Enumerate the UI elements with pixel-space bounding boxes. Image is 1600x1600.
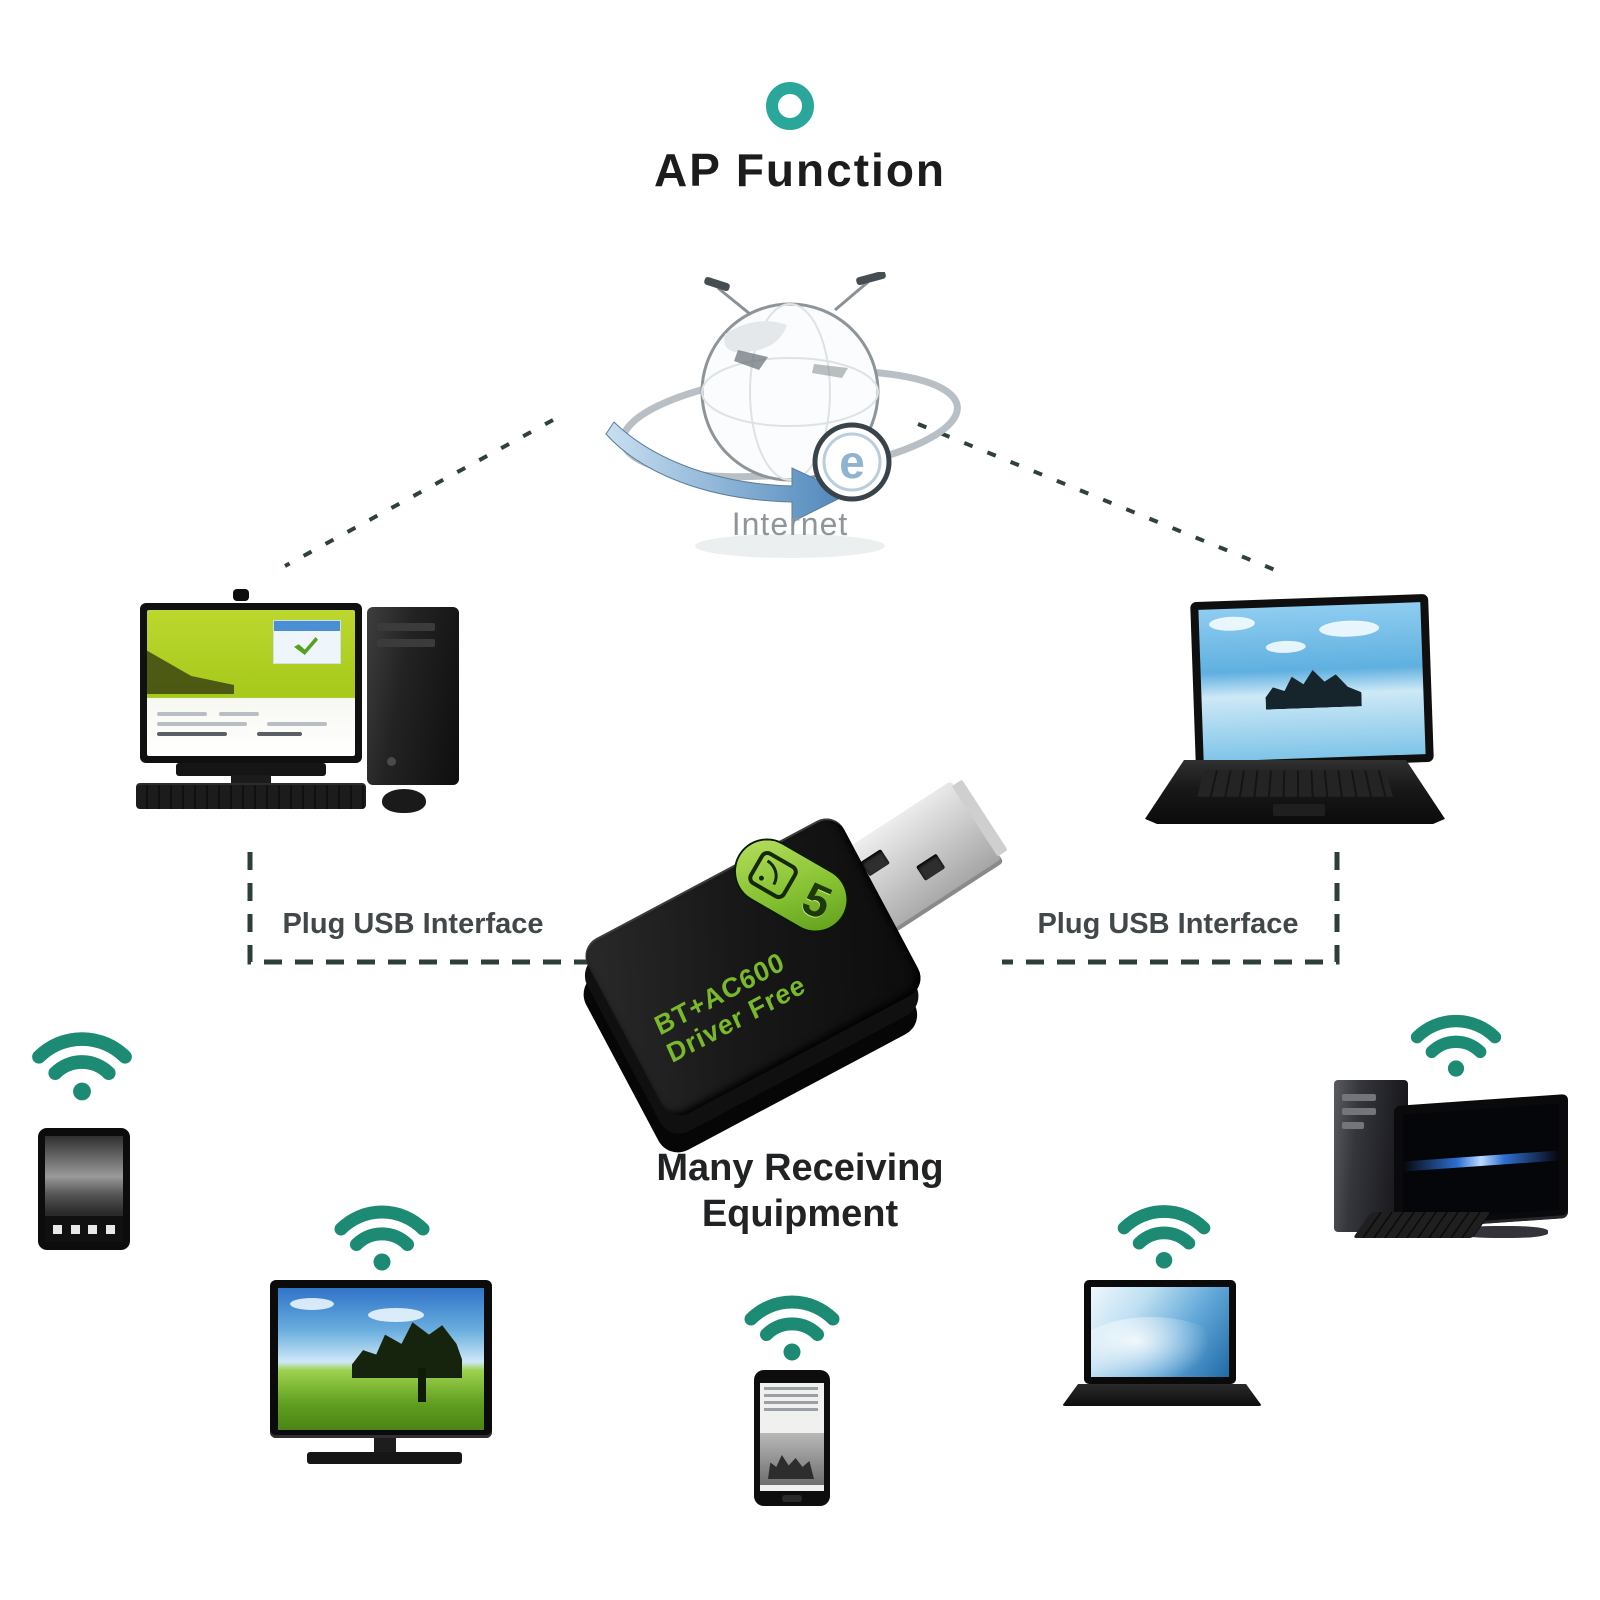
tv-icon bbox=[270, 1280, 492, 1438]
pc-tower-icon bbox=[367, 607, 459, 785]
laptop-screen bbox=[1084, 1280, 1236, 1384]
wifi-icon bbox=[1117, 1205, 1211, 1269]
teal-ring-icon bbox=[766, 82, 814, 130]
webcam-icon bbox=[233, 589, 249, 601]
plug-usb-label-left: Plug USB Interface bbox=[282, 908, 544, 940]
laptop-base bbox=[1062, 1384, 1262, 1406]
wifi-icon bbox=[32, 1032, 132, 1101]
receiver-smart-tv bbox=[262, 1192, 507, 1477]
keyboard-icon bbox=[1352, 1212, 1492, 1238]
monitor bbox=[1394, 1093, 1568, 1231]
laptop-screen bbox=[1190, 593, 1434, 771]
adapter-print: BT+AC600 Driver Free bbox=[650, 946, 811, 1069]
page-title: AP Function bbox=[653, 144, 947, 196]
internet-label: Internet bbox=[731, 506, 849, 542]
receiver-desktop-computer bbox=[1328, 1002, 1578, 1252]
wifi-icon bbox=[744, 1295, 840, 1361]
plug-usb-label-right: Plug USB Interface bbox=[1037, 908, 1299, 940]
wifi-logo-icon bbox=[745, 847, 801, 902]
receiver-tablet bbox=[28, 1018, 143, 1253]
dashed-line-internet-to-desktop bbox=[284, 418, 554, 568]
usb-wifi-adapter-icon: 5 BT+AC600 Driver Free bbox=[575, 778, 1020, 1161]
tablet-icon bbox=[38, 1128, 130, 1250]
mouse-icon bbox=[382, 789, 426, 813]
smartphone-icon bbox=[754, 1370, 830, 1506]
keyboard-icon bbox=[136, 783, 366, 809]
internet-globe-icon: e bbox=[605, 272, 961, 558]
wifi-icon bbox=[1410, 1014, 1502, 1077]
receiver-laptop bbox=[1062, 1192, 1267, 1422]
monitor-screen bbox=[147, 610, 355, 756]
wifi-5-badge: 5 bbox=[724, 829, 858, 942]
receiver-smartphone bbox=[732, 1282, 852, 1517]
desktop-computer-icon bbox=[130, 585, 470, 825]
dashed-line-desktop-to-adapter bbox=[247, 852, 588, 965]
monitor bbox=[140, 603, 362, 763]
wifi-icon bbox=[334, 1205, 430, 1271]
laptop-icon bbox=[1145, 592, 1445, 837]
receiving-title: Many Receiving Equipment bbox=[656, 1147, 944, 1235]
blue-arrow bbox=[605, 421, 850, 523]
internet-e-badge: e bbox=[839, 436, 865, 488]
dashed-line-laptop-to-adapter bbox=[1002, 852, 1340, 965]
